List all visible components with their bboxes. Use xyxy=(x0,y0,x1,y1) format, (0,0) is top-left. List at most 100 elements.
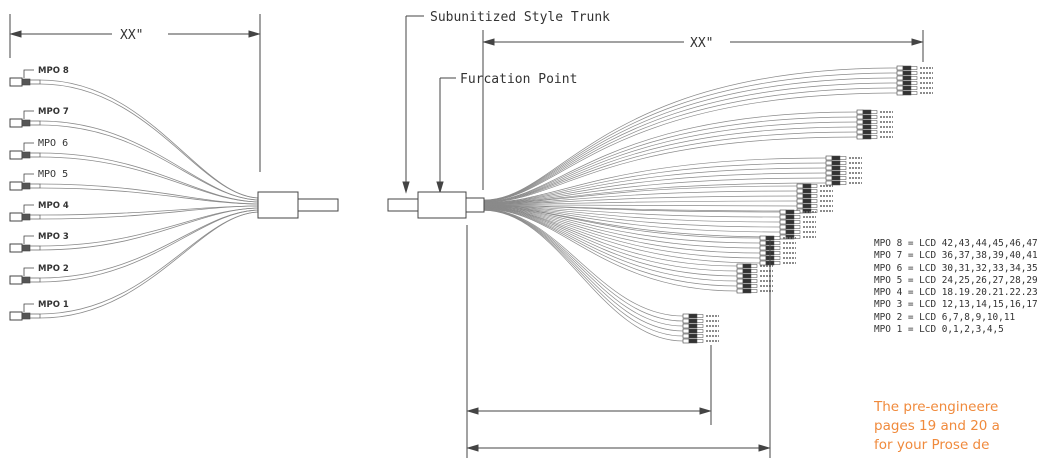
left-length-label: XX" xyxy=(120,28,143,43)
breakout-fiber xyxy=(39,83,261,199)
furcation-label: Furcation Point xyxy=(460,72,577,87)
breakout-fiber xyxy=(483,208,738,282)
left-furcation-body xyxy=(257,191,339,219)
breakout-fiber xyxy=(483,208,738,277)
breakout-fiber xyxy=(483,87,898,202)
mpo-lcd-mapping-table: MPO 8 = LCD 42,43,44,45,46,47 MPO 7 = LC… xyxy=(874,238,1038,336)
breakout-fiber xyxy=(483,136,858,203)
mpo-connector: MPO 4 xyxy=(9,201,69,222)
lc-connector-group xyxy=(796,183,833,214)
trunk-label: Subunitized Style Trunk xyxy=(430,10,610,25)
breakout-fiber xyxy=(483,207,738,267)
note-line: The pre-engineere xyxy=(874,399,999,415)
lc-connector-group xyxy=(736,263,773,294)
lc-connector-group xyxy=(682,313,719,344)
breakout-fiber xyxy=(483,131,858,203)
note-line: pages 19 and 20 a xyxy=(874,418,1000,434)
breakout-fiber xyxy=(483,207,738,272)
mapping-row: MPO 5 = LCD 24,25,26,27,28,29 xyxy=(874,274,1038,286)
lc-connector-group xyxy=(825,155,862,186)
lc-connector-group xyxy=(856,109,893,140)
breakout-fiber xyxy=(39,207,261,251)
mpo-connector: MPO 7 xyxy=(9,107,69,128)
breakout-fiber xyxy=(483,121,858,203)
left-breakout-fibers xyxy=(39,79,261,319)
mpo-label: MPO 6 xyxy=(38,138,68,149)
breakout-fiber xyxy=(39,79,261,199)
mapping-row: MPO 6 = LCD 30,31,32,33,34,35 xyxy=(874,262,1038,274)
lc-connector-group xyxy=(896,65,933,96)
breakout-fiber xyxy=(483,77,898,201)
description-note: The pre-engineere pages 19 and 20 a for … xyxy=(874,398,1000,455)
right-length-dimension xyxy=(482,30,924,190)
left-length-dimension xyxy=(9,14,261,172)
breakout-fiber xyxy=(483,111,858,202)
breakout-fiber xyxy=(483,206,761,244)
mpo-label: MPO 7 xyxy=(38,107,69,117)
breakout-fiber xyxy=(483,206,761,239)
mpo-connector: MPO 1 xyxy=(9,300,69,321)
breakout-fiber xyxy=(39,211,261,315)
breakout-fiber xyxy=(483,126,858,203)
breakout-fiber xyxy=(39,207,261,247)
breakout-fiber xyxy=(483,205,781,228)
lc-connector-group xyxy=(759,235,796,266)
breakout-fiber xyxy=(483,200,798,205)
trunk-callout xyxy=(402,15,424,194)
mpo-label: MPO 8 xyxy=(38,66,69,76)
breakout-fiber xyxy=(39,211,261,319)
breakout-fiber xyxy=(483,172,827,204)
breakout-fiber xyxy=(483,195,798,205)
breakout-fiber xyxy=(483,207,761,259)
breakout-fiber xyxy=(39,209,261,283)
mpo-connector: MPO 3 xyxy=(9,232,69,253)
mapping-row: MPO 1 = LCD 0,1,2,3,4,5 xyxy=(874,324,1004,336)
breakout-fiber xyxy=(483,116,858,202)
furcation-callout xyxy=(436,77,456,194)
mpo-label: MPO 5 xyxy=(38,169,68,180)
note-line: for your Prose de xyxy=(874,437,990,453)
breakout-fiber xyxy=(39,152,261,203)
breakout-fiber xyxy=(483,208,738,292)
lc-connector-group xyxy=(779,209,816,240)
mpo-connector: MPO 6 xyxy=(9,138,68,160)
breakout-fiber xyxy=(483,67,898,201)
breakout-fiber xyxy=(483,206,761,254)
breakout-fiber xyxy=(39,124,261,201)
breakout-fiber xyxy=(483,190,798,205)
breakout-fiber xyxy=(483,205,781,223)
mpo-label: MPO 3 xyxy=(38,232,69,242)
breakout-fiber xyxy=(483,167,827,204)
breakout-fiber xyxy=(39,156,261,203)
breakout-fiber xyxy=(483,162,827,204)
breakout-fiber xyxy=(483,157,827,203)
mapping-row: MPO 7 = LCD 36,37,38,39,40,41 xyxy=(874,250,1038,262)
trunk-body xyxy=(387,191,485,219)
mapping-row: MPO 2 = LCD 6,7,8,9,10,11 xyxy=(874,311,1016,323)
breakout-fiber xyxy=(39,209,261,279)
right-lc-connector-groups xyxy=(682,65,933,344)
mpo-connector: MPO 2 xyxy=(9,264,69,285)
breakout-fiber xyxy=(483,204,798,207)
mpo-connector: MPO 8 xyxy=(9,66,69,87)
mpo-label: MPO 1 xyxy=(38,300,69,310)
breakout-fiber xyxy=(483,205,781,218)
breakout-fiber xyxy=(483,82,898,202)
mapping-row: MPO 4 = LCD 18.19.20.21.22.23 xyxy=(874,287,1038,299)
mapping-row: MPO 3 = LCD 12,13,14,15,16,17 xyxy=(874,299,1038,311)
left-mpo-connectors: MPO 8 MPO 7 MPO 6 MPO 5 MPO 4 MPO 3 MPO 2 MPO 1 xyxy=(9,66,69,321)
mpo-label: MPO 4 xyxy=(38,201,69,211)
bottom-dimensions xyxy=(466,225,771,458)
breakout-fiber xyxy=(483,206,761,249)
breakout-fiber xyxy=(483,205,781,233)
breakout-fiber xyxy=(39,187,261,205)
breakout-fiber xyxy=(483,209,684,342)
mpo-connector: MPO 5 xyxy=(9,169,68,191)
breakout-fiber xyxy=(483,72,898,201)
right-breakout-fibers xyxy=(483,67,898,342)
mapping-row: MPO 8 = LCD 42,43,44,45,46,47 xyxy=(874,238,1038,249)
mpo-label: MPO 2 xyxy=(38,264,69,274)
right-length-label: XX" xyxy=(690,36,713,51)
breakout-fiber xyxy=(483,92,898,202)
